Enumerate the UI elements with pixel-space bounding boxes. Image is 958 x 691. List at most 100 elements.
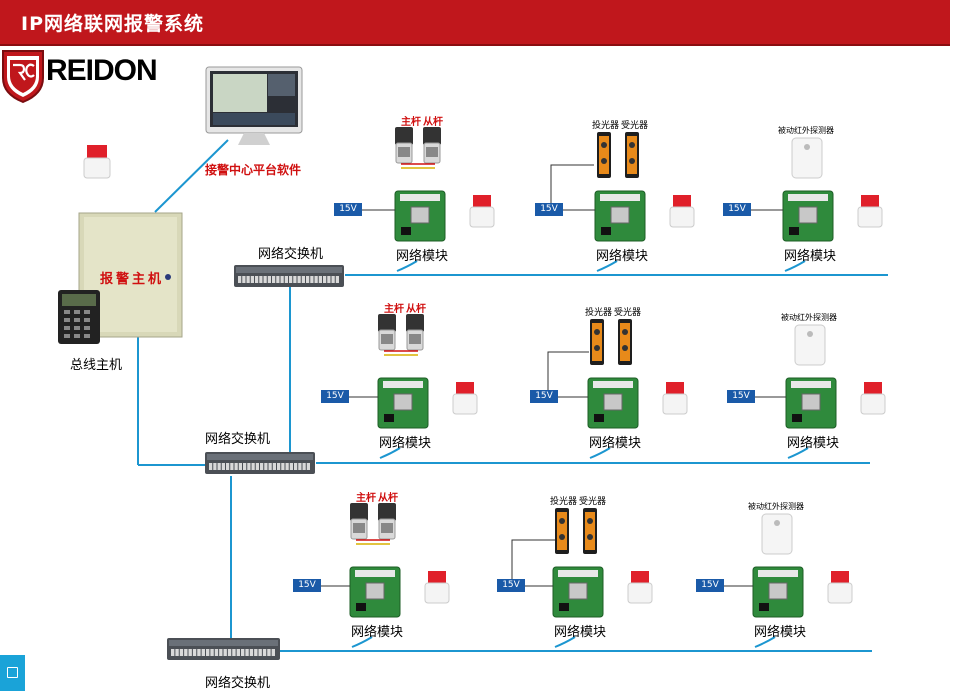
power-supply-15v: 15V bbox=[530, 390, 558, 403]
power-supply-15v: 15V bbox=[293, 579, 321, 592]
siren-icon bbox=[83, 145, 111, 179]
module-group-pole bbox=[362, 127, 495, 272]
network-module-board bbox=[782, 190, 834, 242]
network-module-label: 网络模块 bbox=[784, 249, 837, 264]
network-module-board bbox=[377, 377, 429, 429]
beam-emitter-label: 投光器 bbox=[585, 308, 613, 318]
keypad-icon bbox=[58, 290, 100, 344]
network-module-board bbox=[587, 377, 639, 429]
pole-detector-icon bbox=[378, 314, 396, 351]
network-switch-icon bbox=[205, 452, 315, 474]
switch-label: 网络交换机 bbox=[205, 432, 271, 447]
network-module-board bbox=[394, 190, 446, 242]
pole-sub-label: 从杆 bbox=[406, 304, 426, 315]
pir-label: 被动红外探测器 bbox=[781, 313, 837, 322]
beam-detector-icon bbox=[597, 132, 611, 178]
switch-label: 网络交换机 bbox=[205, 676, 271, 691]
module-group-beam bbox=[563, 132, 695, 272]
host-label: 总线主机 bbox=[70, 358, 123, 373]
floating-window-button[interactable] bbox=[0, 655, 25, 691]
network-module-board bbox=[785, 377, 837, 429]
ethernet-cable-icon bbox=[589, 447, 611, 459]
reidon-shield-icon bbox=[2, 50, 44, 104]
siren-icon bbox=[857, 195, 883, 228]
module-group-pole bbox=[321, 503, 450, 648]
pole-sub-label: 从杆 bbox=[378, 493, 398, 504]
siren-icon bbox=[860, 382, 886, 415]
beam-detector-icon bbox=[590, 319, 604, 365]
pole-detector-icon bbox=[378, 503, 396, 540]
siren-icon bbox=[827, 571, 853, 604]
siren-icon bbox=[627, 571, 653, 604]
beam-detector-icon bbox=[555, 508, 569, 554]
module-group-pir bbox=[755, 324, 886, 459]
ethernet-cable-icon bbox=[396, 260, 418, 272]
pir-detector-icon bbox=[794, 324, 826, 366]
network-module-label: 网络模块 bbox=[554, 625, 607, 640]
siren-icon bbox=[662, 382, 688, 415]
power-supply-15v: 15V bbox=[321, 390, 349, 403]
network-module-label: 网络模块 bbox=[596, 249, 649, 264]
switch-label: 网络交换机 bbox=[258, 247, 324, 262]
network-module-label: 网络模块 bbox=[589, 436, 642, 451]
pole-detector-icon bbox=[423, 127, 441, 164]
page-title: IP网络联网报警系统 bbox=[21, 13, 204, 35]
panel-label: 报警主机 bbox=[100, 272, 165, 287]
module-group-pir bbox=[751, 137, 883, 272]
ethernet-cable-icon bbox=[784, 260, 806, 272]
power-supply-15v: 15V bbox=[723, 203, 751, 216]
ethernet-cable-icon bbox=[787, 447, 809, 459]
beam-receiver-label: 受光器 bbox=[579, 497, 607, 507]
network-module-board bbox=[752, 566, 804, 618]
power-supply-15v: 15V bbox=[334, 203, 362, 216]
beam-emitter-label: 投光器 bbox=[592, 121, 620, 131]
brand-name: REIDON bbox=[46, 54, 158, 87]
pole-detector-icon bbox=[406, 314, 424, 351]
pir-label: 被动红外探测器 bbox=[778, 126, 834, 135]
pir-detector-icon bbox=[761, 513, 793, 555]
module-group-pole bbox=[349, 314, 478, 459]
power-supply-15v: 15V bbox=[497, 579, 525, 592]
beam-receiver-label: 受光器 bbox=[614, 308, 642, 318]
network-wires bbox=[137, 139, 888, 652]
software-label: 接警中心平台软件 bbox=[205, 163, 302, 177]
ethernet-cable-icon bbox=[596, 260, 618, 272]
beam-detector-icon bbox=[618, 319, 632, 365]
pole-detector-icon bbox=[350, 503, 368, 540]
ethernet-cable-icon bbox=[754, 636, 776, 648]
reidon-logo: REIDON bbox=[0, 48, 160, 104]
ethernet-cable-icon bbox=[379, 447, 401, 459]
network-module-label: 网络模块 bbox=[396, 249, 449, 264]
siren-icon bbox=[452, 382, 478, 415]
beam-detector-icon bbox=[625, 132, 639, 178]
alarm-panel-icon bbox=[78, 212, 183, 338]
ethernet-cable-icon bbox=[351, 636, 373, 648]
module-group-pir bbox=[724, 513, 853, 648]
network-module-label: 网络模块 bbox=[351, 625, 404, 640]
module-group-beam bbox=[525, 508, 653, 648]
siren-icon bbox=[669, 195, 695, 228]
network-module-label: 网络模块 bbox=[379, 436, 432, 451]
ethernet-cable-icon bbox=[554, 636, 576, 648]
network-switch-icon bbox=[234, 265, 344, 287]
window-icon bbox=[7, 667, 18, 678]
beam-receiver-label: 受光器 bbox=[621, 121, 649, 131]
module-group-beam bbox=[558, 319, 688, 459]
pir-label: 被动红外探测器 bbox=[748, 502, 804, 511]
control-wires bbox=[511, 164, 594, 587]
network-module-board bbox=[594, 190, 646, 242]
power-supply-15v: 15V bbox=[696, 579, 724, 592]
network-module-label: 网络模块 bbox=[787, 436, 840, 451]
pole-main-label: 主杆 bbox=[356, 493, 376, 504]
beam-detector-icon bbox=[583, 508, 597, 554]
power-supply-15v: 15V bbox=[535, 203, 563, 216]
pole-detector-icon bbox=[395, 127, 413, 164]
monitor-icon bbox=[205, 66, 303, 145]
siren-icon bbox=[424, 571, 450, 604]
network-module-board bbox=[349, 566, 401, 618]
pole-main-label: 主杆 bbox=[384, 304, 404, 315]
title-bar: IP网络联网报警系统 bbox=[0, 0, 950, 46]
network-switch-icon bbox=[167, 638, 280, 660]
network-module-board bbox=[552, 566, 604, 618]
